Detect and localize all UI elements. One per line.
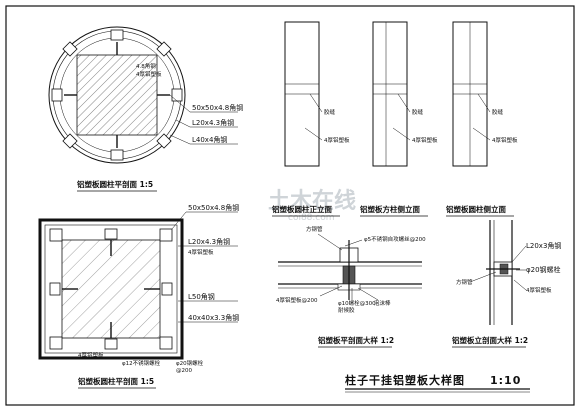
square-note-2: φ12不锈钢螺栓: [122, 359, 161, 367]
plan-detail: 方钢管 φ5不锈钢自攻螺丝@200 4厚铝塑板@200 φ10螺栓@300 泡沫…: [276, 225, 426, 348]
round-dim-3: L40x4角钢: [192, 135, 227, 144]
square-dim-5: 40x40x3.3角钢: [188, 313, 239, 322]
sheet-border: [5, 5, 575, 406]
elev1-note-1: 胶缝: [324, 108, 336, 116]
plan-detail-note-6: 耐候胶: [338, 306, 355, 314]
square-column-plan: 50x50x4.8角钢 L20x4.3角钢 4厚铝塑板 L50角钢 40x40x…: [38, 203, 239, 389]
plan-detail-note-5: 泡沫棒: [374, 299, 391, 307]
elev1-note-2: 4厚铝塑板: [324, 136, 350, 144]
section-detail: L20x3角钢 φ20钢螺栓 方钢管 4厚铝塑板 铝塑板立剖面大样 1:2: [452, 220, 561, 348]
plan-detail-note-3: 4厚铝塑板@200: [276, 296, 318, 304]
watermark-sub: coi88.com: [288, 213, 335, 223]
drawing-scale: 1:10: [490, 374, 521, 387]
elev2-note-1: 胶缝: [412, 108, 424, 116]
round-column-plan: 50x50x4.8角钢 L20x4.3角钢 L40x4角钢 4.8角钢 4厚铝塑…: [48, 26, 243, 192]
round-note-1: 4.8角钢: [136, 62, 156, 70]
section-note-1: L20x3角钢: [526, 241, 561, 250]
section-note-4: 4厚铝塑板: [526, 286, 552, 294]
square-dim-3: 4厚铝塑板: [188, 248, 214, 256]
square-dim-1: 50x50x4.8角钢: [188, 203, 239, 212]
section-note-2: φ20钢螺栓: [526, 265, 561, 274]
round-note-2: 4厚铝塑板: [136, 70, 162, 78]
elevation-round-front: 胶缝 4厚铝塑板 铝塑板圆柱正立面: [272, 21, 350, 217]
square-dim-4: L50角钢: [188, 292, 215, 301]
square-note-4: @200: [176, 368, 192, 374]
square-note-1: 4厚铝塑板: [78, 351, 104, 359]
watermark: 土木在线 coi88.com: [268, 188, 356, 223]
square-dim-2: L20x4.3角钢: [188, 237, 230, 246]
section-note-3: 方钢管: [456, 278, 473, 286]
sheet-title-block: 柱子干挂铝塑板大样图 1:10: [345, 373, 530, 393]
elev2-note-2: 4厚铝塑板: [412, 136, 438, 144]
watermark-main: 土木在线: [268, 188, 356, 214]
plan-detail-title: 铝塑板平剖面大样 1:2: [318, 335, 394, 345]
elev2-title: 铝塑板方柱侧立面: [360, 204, 420, 214]
plan-detail-note-4: φ10螺栓@300: [338, 299, 376, 307]
drawing-title: 柱子干挂铝塑板大样图: [345, 373, 465, 387]
square-note-3: φ20钢螺栓: [176, 359, 204, 367]
plan-detail-note-2: φ5不锈钢自攻螺丝@200: [364, 235, 426, 243]
elev3-note-1: 胶缝: [492, 108, 504, 116]
round-dim-2: L20x4.3角钢: [192, 118, 234, 127]
round-dim-1: 50x50x4.8角钢: [192, 103, 243, 112]
round-plan-title: 铝塑板圆柱平剖面 1:5: [77, 179, 153, 189]
section-detail-title: 铝塑板立剖面大样 1:2: [452, 335, 528, 345]
elev3-title: 铝塑板圆柱侧立面: [446, 204, 506, 214]
elev1-title: 铝塑板圆柱正立面: [272, 204, 332, 214]
elevation-square-side: 胶缝 4厚铝塑板 铝塑板方柱侧立面: [360, 21, 438, 217]
plan-detail-note-1: 方钢管: [306, 225, 323, 233]
square-plan-title: 铝塑板圆柱平剖面 1:5: [78, 376, 154, 386]
elevation-round-side: 胶缝 4厚铝塑板 铝塑板圆柱侧立面: [446, 21, 518, 217]
elev3-note-2: 4厚铝塑板: [492, 136, 518, 144]
